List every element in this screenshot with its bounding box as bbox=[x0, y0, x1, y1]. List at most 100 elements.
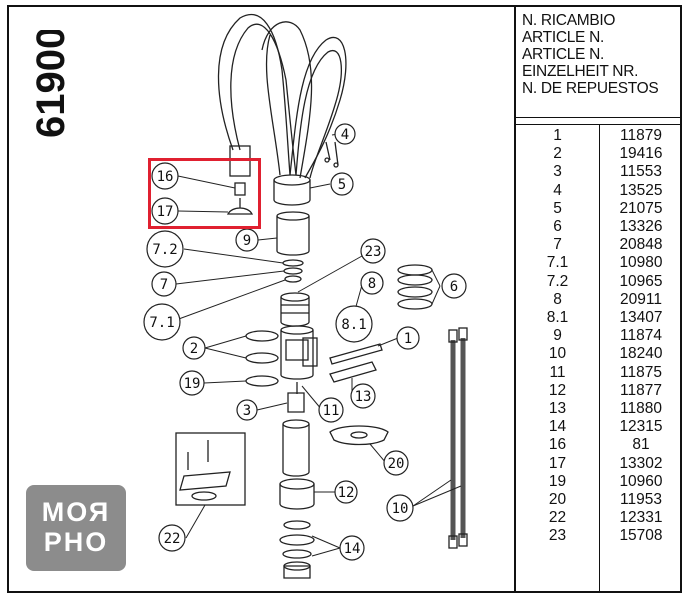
article-number: 13326 bbox=[619, 218, 663, 235]
svg-text:1: 1 bbox=[404, 331, 412, 347]
column-separator bbox=[599, 125, 600, 593]
watermark-logo: МОЯ РНО bbox=[26, 485, 126, 571]
svg-text:6: 6 bbox=[450, 279, 458, 295]
parts-table-row: 12 11877 bbox=[516, 382, 681, 400]
article-number: 13302 bbox=[619, 454, 663, 472]
header-line: ARTICLE N. bbox=[522, 29, 604, 46]
article-number: 20911 bbox=[620, 290, 662, 308]
lower-tube bbox=[282, 424, 310, 477]
valve-body bbox=[280, 325, 318, 380]
callout-7: 7 bbox=[151, 271, 177, 297]
parts-table-row: 23 15708 bbox=[516, 527, 681, 545]
model-number-text: 61900 bbox=[29, 30, 73, 138]
part-number: 12 bbox=[548, 381, 567, 399]
article-number: 12315 bbox=[619, 418, 663, 436]
part-22-box bbox=[175, 432, 246, 506]
part-number: 23 bbox=[548, 527, 567, 545]
part-2-ring-a bbox=[245, 330, 279, 342]
part-number: 7 bbox=[553, 236, 562, 254]
svg-text:3: 3 bbox=[243, 403, 251, 419]
parts-table-row: 9 11874 bbox=[516, 327, 681, 345]
callout-9: 9 bbox=[235, 228, 259, 252]
callout-6: 6 bbox=[441, 273, 467, 299]
part-number: 7.1 bbox=[546, 254, 569, 272]
part-number: 9 bbox=[553, 327, 562, 345]
parts-list-header: N. RICAMBIO ARTICLE N. ARTICLE N. EINZEL… bbox=[516, 6, 681, 118]
article-number: 21075 bbox=[619, 199, 663, 217]
part-number: 6 bbox=[553, 218, 562, 235]
callout-1: 1 bbox=[396, 326, 420, 350]
part-number: 2 bbox=[553, 145, 562, 163]
callout-17: 17 bbox=[151, 197, 179, 225]
article-number: 81 bbox=[632, 436, 650, 454]
lower-tube-top bbox=[282, 419, 310, 429]
part-19-ring bbox=[245, 375, 279, 387]
svg-text:8.1: 8.1 bbox=[341, 317, 366, 333]
part-7-1-ring bbox=[284, 275, 302, 283]
spout-hoses bbox=[217, 13, 347, 179]
parts-table-row: 17 13302 bbox=[516, 455, 681, 473]
part-number: 8.1 bbox=[546, 309, 569, 326]
part-2-ring-b bbox=[245, 352, 279, 364]
callout-20: 20 bbox=[383, 450, 409, 476]
logo-line-2: РНО bbox=[43, 527, 109, 557]
parts-table-row: 5 21075 bbox=[516, 200, 681, 218]
parts-table-row: 8.1 13407 bbox=[516, 309, 681, 327]
part-12-top bbox=[279, 478, 315, 490]
svg-text:14: 14 bbox=[344, 541, 361, 557]
part-5-sleeve bbox=[273, 180, 311, 206]
callout-12: 12 bbox=[334, 480, 358, 504]
article-number: 15708 bbox=[619, 527, 663, 545]
parts-list-panel: N. RICAMBIO ARTICLE N. ARTICLE N. EINZEL… bbox=[514, 6, 681, 593]
svg-text:2: 2 bbox=[190, 341, 198, 357]
part-10-hoses bbox=[448, 327, 468, 549]
part-5-sleeve-top bbox=[273, 174, 311, 186]
part-number: 20 bbox=[548, 491, 567, 508]
article-number: 13525 bbox=[619, 181, 663, 199]
part-number: 13 bbox=[548, 400, 567, 417]
callout-11: 11 bbox=[318, 397, 344, 423]
callout-10: 10 bbox=[386, 494, 414, 522]
header-line: N. DE REPUESTOS bbox=[522, 80, 659, 97]
header-line: EINZELHEIT NR. bbox=[522, 63, 639, 80]
article-number: 11879 bbox=[620, 127, 662, 144]
hose-collar bbox=[229, 145, 251, 177]
part-number: 1 bbox=[553, 127, 562, 144]
svg-text:9: 9 bbox=[243, 233, 251, 249]
callout-8: 8 bbox=[360, 271, 384, 295]
article-number: 13407 bbox=[619, 309, 663, 326]
article-number: 10980 bbox=[619, 254, 663, 272]
svg-text:20: 20 bbox=[388, 456, 405, 472]
part-9-body bbox=[276, 216, 310, 256]
svg-text:22: 22 bbox=[164, 531, 181, 547]
svg-text:16: 16 bbox=[157, 169, 174, 185]
part-16 bbox=[234, 182, 246, 196]
part-number: 17 bbox=[548, 454, 567, 472]
callout-2: 2 bbox=[182, 336, 206, 360]
part-number: 10 bbox=[548, 345, 567, 363]
article-number: 11877 bbox=[620, 381, 662, 399]
callout-4: 4 bbox=[334, 123, 356, 145]
drawing-frame bbox=[7, 5, 682, 593]
callout-14: 14 bbox=[339, 535, 365, 561]
callout-23: 23 bbox=[360, 238, 386, 264]
part-number: 5 bbox=[553, 199, 562, 217]
article-number: 11874 bbox=[620, 327, 662, 345]
svg-text:7: 7 bbox=[160, 277, 168, 293]
part-6-rings bbox=[397, 264, 433, 310]
article-number: 11953 bbox=[620, 491, 662, 508]
part-number: 7.2 bbox=[546, 272, 569, 290]
parts-table-row: 1 11879 bbox=[516, 127, 681, 145]
